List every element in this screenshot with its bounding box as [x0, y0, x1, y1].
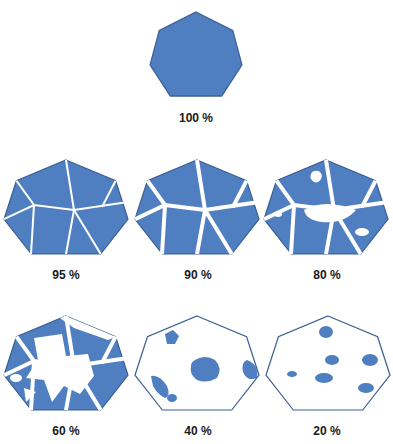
percentage-label: 20 %	[284, 424, 370, 438]
fragmented-heptagon	[135, 316, 259, 410]
intact-heptagon	[150, 12, 242, 96]
cracked-heptagon	[135, 160, 259, 254]
cracked-heptagon	[4, 160, 128, 254]
damaged-heptagon	[264, 160, 388, 254]
percentage-label: 95 %	[23, 268, 109, 282]
percentage-label: 80 %	[284, 268, 370, 282]
damaged-heptagon	[4, 316, 128, 410]
percentage-label: 90 %	[155, 268, 241, 282]
percentage-label: 60 %	[23, 424, 109, 438]
percentage-label: 100 %	[153, 111, 239, 125]
percentage-label: 40 %	[155, 424, 241, 438]
fragmented-heptagon	[266, 316, 390, 410]
